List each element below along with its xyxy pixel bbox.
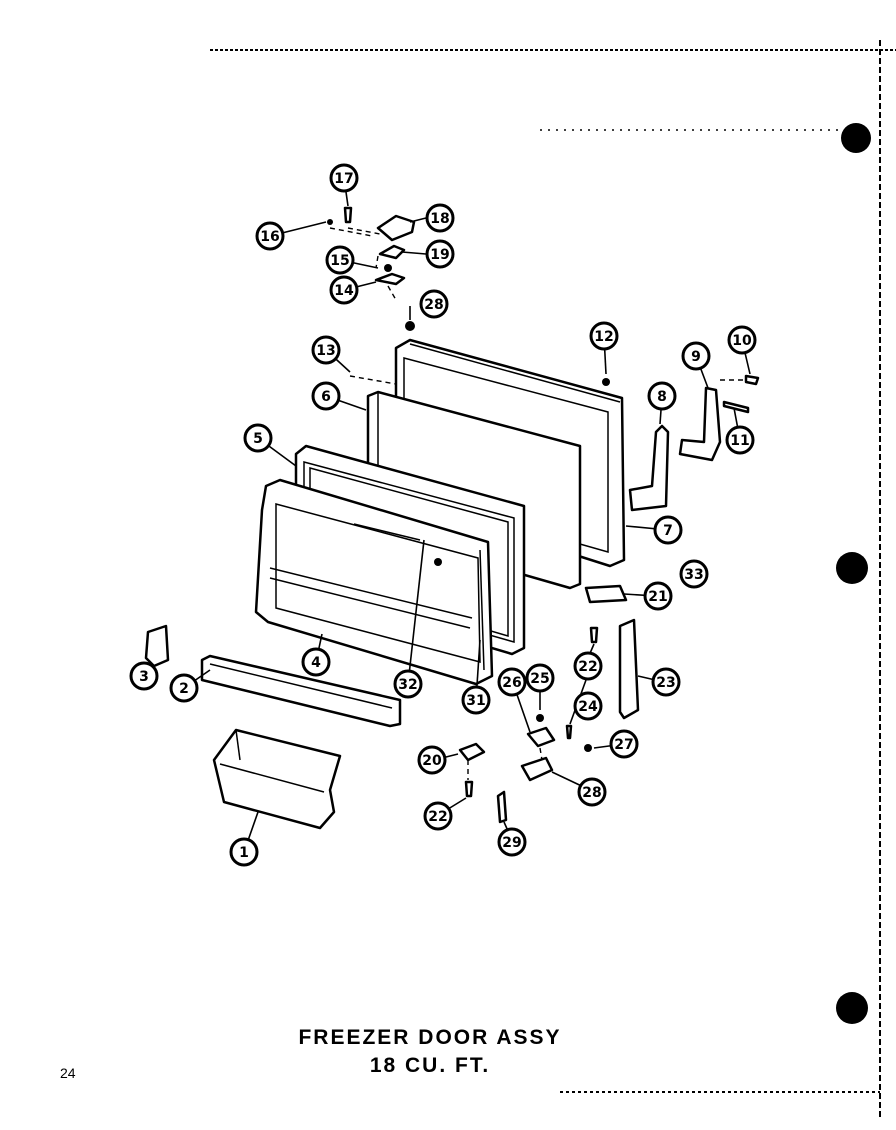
- svg-text:8: 8: [657, 389, 667, 405]
- callout-28-top: 28: [419, 289, 449, 319]
- callout-20: 20: [417, 745, 447, 775]
- callout-5: 5: [243, 423, 273, 453]
- svg-text:26: 26: [502, 675, 521, 691]
- callout-13: 13: [311, 335, 341, 365]
- callout-21: 21: [643, 581, 673, 611]
- svg-text:22: 22: [578, 659, 597, 675]
- svg-text:4: 4: [311, 655, 321, 671]
- callout-31: 31: [461, 685, 491, 715]
- callout-25: 25: [525, 663, 555, 693]
- diagram-title: FREEZER DOOR ASSY: [298, 1026, 562, 1049]
- callout-2: 2: [169, 673, 199, 703]
- callout-22-lower: 22: [423, 801, 453, 831]
- callout-11: 11: [725, 425, 755, 455]
- callout-1: 1: [229, 837, 259, 867]
- callout-18-top: 18: [425, 203, 455, 233]
- svg-text:7: 7: [663, 523, 673, 539]
- svg-text:15: 15: [330, 253, 349, 269]
- svg-text:2: 2: [179, 681, 189, 697]
- svg-text:28: 28: [582, 785, 601, 801]
- svg-text:17: 17: [334, 171, 353, 187]
- svg-text:11: 11: [730, 433, 749, 449]
- callout-33: 33: [679, 559, 709, 589]
- callout-29: 29: [497, 827, 527, 857]
- callout-3: 3: [129, 661, 159, 691]
- svg-text:24: 24: [578, 699, 598, 715]
- door-latch: [144, 624, 170, 668]
- callout-19: 19: [425, 239, 455, 269]
- svg-text:6: 6: [321, 389, 331, 405]
- svg-text:9: 9: [691, 349, 701, 365]
- svg-text:32: 32: [398, 677, 417, 693]
- callout-7: 7: [653, 515, 683, 545]
- svg-text:31: 31: [466, 693, 485, 709]
- trim-plate: [584, 584, 628, 604]
- callout-23: 23: [651, 667, 681, 697]
- top-hinge-hardware: [327, 206, 416, 331]
- storage-bin: [212, 728, 342, 830]
- callout-6: 6: [311, 381, 341, 411]
- svg-text:27: 27: [614, 737, 633, 753]
- svg-text:14: 14: [334, 283, 354, 299]
- screws: [464, 626, 599, 798]
- svg-text:33: 33: [684, 567, 703, 583]
- svg-text:22: 22: [428, 809, 447, 825]
- callout-32: 32: [393, 669, 423, 699]
- callout-22-upper: 22: [573, 651, 603, 681]
- svg-text:3: 3: [139, 669, 149, 685]
- svg-text:13: 13: [316, 343, 335, 359]
- callout-24: 24: [573, 691, 603, 721]
- svg-text:12: 12: [594, 329, 613, 345]
- svg-text:1: 1: [239, 845, 249, 861]
- page-number: 24: [60, 1065, 76, 1081]
- svg-text:23: 23: [656, 675, 675, 691]
- callout-4: 4: [301, 647, 331, 677]
- svg-text:28: 28: [424, 297, 443, 313]
- svg-text:20: 20: [422, 753, 442, 769]
- callout-17: 17: [329, 163, 359, 193]
- callout-12: 12: [589, 321, 619, 351]
- callout-labels: 1 2 3 4 5 6 7 8 9 10 11 12 13 14 15 16 1…: [129, 163, 757, 867]
- callout-8: 8: [647, 381, 677, 411]
- door-inner-liner: [254, 478, 494, 686]
- callout-16: 16: [255, 221, 285, 251]
- callout-15: 15: [325, 245, 355, 275]
- bottom-hinge-hardware: [458, 726, 556, 824]
- svg-text:16: 16: [260, 229, 279, 245]
- callout-27: 27: [609, 729, 639, 759]
- callout-14: 14: [329, 275, 359, 305]
- shelf-rail: [200, 654, 402, 728]
- callout-10: 10: [727, 325, 757, 355]
- door-handle: [618, 618, 640, 720]
- svg-text:19: 19: [430, 247, 449, 263]
- svg-text:18: 18: [430, 211, 449, 227]
- hinge-brackets: [628, 374, 760, 512]
- diagram-subtitle: 18 CU. FT.: [369, 1054, 491, 1077]
- svg-text:25: 25: [530, 671, 549, 687]
- svg-text:5: 5: [253, 431, 263, 447]
- svg-text:29: 29: [502, 835, 521, 851]
- callout-28: 28: [577, 777, 607, 807]
- scan-border-artifacts: [210, 40, 896, 1120]
- callout-26: 26: [497, 667, 527, 697]
- callout-9: 9: [681, 341, 711, 371]
- svg-text:10: 10: [732, 333, 752, 349]
- svg-text:21: 21: [648, 589, 667, 605]
